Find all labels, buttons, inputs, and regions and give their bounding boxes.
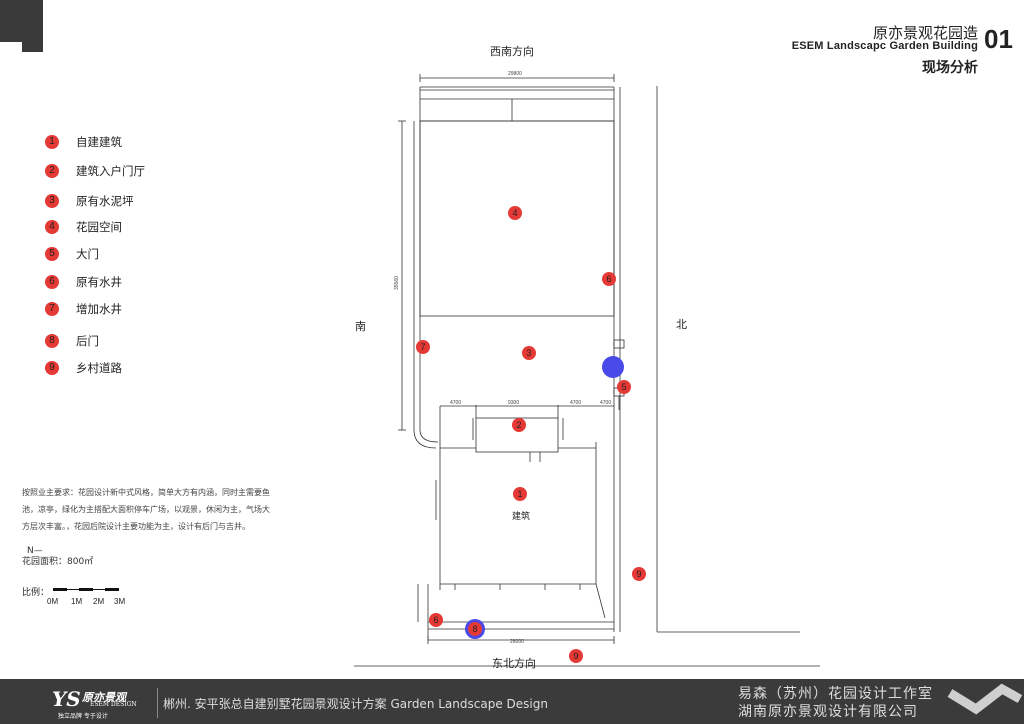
legend-label: 原有水泥坪 — [76, 194, 134, 208]
scale-tick: 1M — [71, 597, 83, 606]
marker-3-label: 3 — [526, 348, 531, 358]
dim-left: 35560 — [394, 276, 400, 290]
legend-item: 2 建筑入户门厅 — [45, 163, 145, 179]
building-label: 建筑 — [512, 510, 530, 522]
marker-1-label: 1 — [517, 489, 522, 499]
marker-8-label: 8 — [472, 624, 477, 634]
site-plan: 29800 26000 35560 9300 4700 4700 4700 西南… — [354, 44, 820, 670]
marker-red: 9 — [45, 361, 59, 375]
legend-item: 4 花园空间 — [45, 219, 122, 235]
corner-decoration — [0, 0, 43, 73]
marker-6-label: 6 — [606, 274, 611, 284]
marker-5-label: 5 — [621, 382, 626, 392]
project-title: 郴州. 安平张总自建别墅花园景观设计方案 Garden Landscape De… — [163, 697, 548, 711]
page-number: 01 — [984, 24, 1013, 54]
dim-top: 29800 — [508, 71, 522, 77]
marker-4-label: 4 — [512, 208, 517, 218]
legend-item: 5 大门 — [45, 246, 99, 262]
dim-bottom: 26000 — [510, 639, 524, 645]
legend-item: 3 原有水泥坪 — [45, 193, 134, 209]
design-requirements-note: 按照业主要求：花园设计新中式风格，简单大方有内涵，同时主需要鱼池，凉亭，绿化为主… — [22, 488, 270, 531]
legend-label: 自建建筑 — [76, 135, 122, 149]
legend-label: 乡村道路 — [76, 361, 122, 375]
company-name-1: 易森（苏州）花园设计工作室 — [738, 686, 933, 702]
legend-item: 1 自建建筑 — [45, 134, 122, 150]
direction-northeast: 东北方向 — [492, 656, 536, 670]
marker-red: 5 — [45, 247, 59, 261]
marker-red: 8 — [45, 334, 59, 348]
garden-area: 花园面积：800㎡ — [22, 557, 94, 567]
dim-small-right: 4700 — [570, 400, 581, 406]
marker-6-back — [429, 613, 443, 627]
scale-tick: 2M — [93, 597, 105, 606]
scale-bar — [53, 588, 119, 594]
logo-cn: 原亦景观 — [82, 691, 126, 704]
dim-mid: 9300 — [508, 400, 519, 406]
footer-bar — [0, 679, 1024, 724]
blue-marker-gate — [602, 356, 624, 378]
legend-label: 建筑入户门厅 — [76, 164, 145, 178]
marker-4 — [508, 206, 522, 220]
scale-tick: 3M — [114, 597, 126, 606]
direction-southwest: 西南方向 — [490, 44, 534, 58]
scale-tick: 0M — [47, 597, 59, 606]
legend-label: 原有水井 — [76, 275, 122, 289]
legend-label: 增加水井 — [76, 302, 122, 316]
header-title-cn: 原亦景观花园造 — [872, 24, 978, 42]
legend-item: 7 增加水井 — [45, 301, 122, 317]
marker-8 — [468, 622, 482, 636]
marker-9-east — [632, 567, 646, 581]
marker-9-east-label: 9 — [636, 569, 641, 579]
chevron-decoration-icon — [947, 683, 1023, 715]
marker-2-label: 2 — [516, 420, 521, 430]
logo-ys: YS — [52, 687, 81, 711]
north-arrow-icon: N— — [27, 546, 43, 556]
header-title-en: ESEM Landscapc Garden Building — [791, 40, 978, 52]
company-name-2: 湖南原亦景观设计有限公司 — [738, 704, 918, 720]
marker-6 — [602, 272, 616, 286]
legend-item: 6 原有水井 — [45, 274, 122, 290]
logo-en: ESEM DESIGN — [90, 701, 137, 708]
dim-tiny: 4700 — [600, 400, 611, 406]
marker-9-south-label: 9 — [573, 651, 578, 661]
marker-9-south — [569, 649, 583, 663]
scale-label: 比例： — [22, 588, 50, 598]
legend-label: 大门 — [76, 247, 99, 261]
marker-1 — [513, 487, 527, 501]
marker-5 — [617, 380, 631, 394]
marker-red: 4 — [45, 220, 59, 234]
direction-north: 北 — [676, 318, 687, 331]
dim-small-left: 4700 — [450, 400, 461, 406]
marker-red: 3 — [45, 194, 59, 208]
marker-red: 1 — [45, 135, 59, 149]
section-title: 现场分析 — [922, 60, 978, 76]
legend-label: 后门 — [76, 334, 99, 348]
marker-2 — [512, 418, 526, 432]
marker-7 — [416, 340, 430, 354]
legend-item: 9 乡村道路 — [45, 360, 122, 376]
logo-tagline: 独立品牌 专于设计 — [58, 713, 108, 720]
legend-item: 8 后门 — [45, 333, 99, 349]
marker-red: 7 — [45, 302, 59, 316]
legend-label: 花园空间 — [76, 220, 122, 234]
direction-south: 南 — [355, 320, 366, 333]
marker-7-label: 7 — [420, 342, 425, 352]
marker-red: 2 — [45, 164, 59, 178]
marker-6-back-label: 6 — [433, 615, 438, 625]
marker-red: 6 — [45, 275, 59, 289]
footer-divider — [157, 688, 158, 718]
marker-3 — [522, 346, 536, 360]
